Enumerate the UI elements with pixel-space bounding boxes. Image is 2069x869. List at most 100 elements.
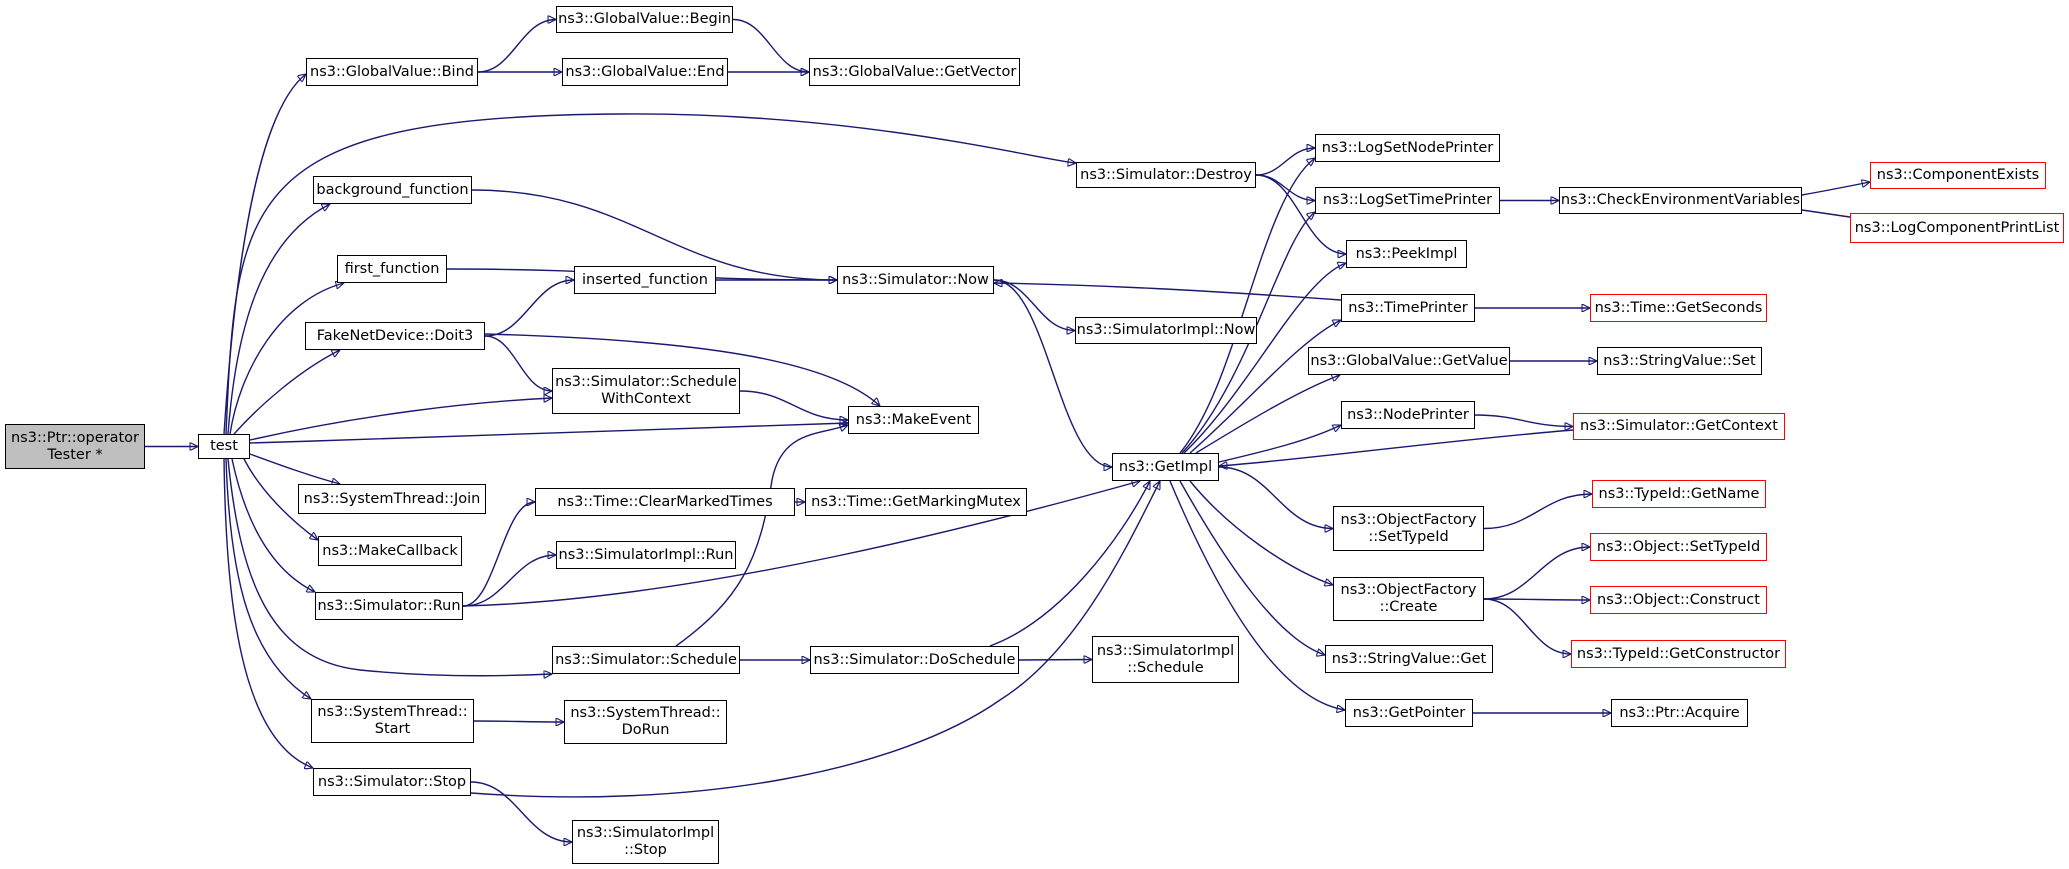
node-root[interactable]: ns3::Ptr::operator Tester * (5, 424, 145, 469)
edge-sim-now-to-simimpl-now (993, 279, 1075, 331)
edge-getimpl-to-log-stp (1181, 212, 1315, 454)
edge-of-create-to-obj-construct (1483, 599, 1590, 600)
edge-getimpl-to-get-pointer (1169, 480, 1345, 710)
node-gv-end[interactable]: ns3::GlobalValue::End (562, 58, 728, 86)
node-simimpl-sched[interactable]: ns3::SimulatorImpl ::Schedule (1092, 636, 1239, 683)
node-typeid-getname[interactable]: ns3::TypeId::GetName (1592, 480, 1766, 508)
edge-test-to-make-callback (243, 458, 318, 540)
edge-fake-doit3-to-inserted-func (484, 280, 574, 337)
node-sim-run[interactable]: ns3::Simulator::Run (315, 592, 463, 620)
node-log-stp[interactable]: ns3::LogSetTimePrinter (1315, 187, 1500, 214)
node-test[interactable]: test (198, 434, 250, 459)
node-sv-get[interactable]: ns3::StringValue::Get (1325, 645, 1493, 673)
node-bg-func[interactable]: background_function (313, 176, 472, 204)
node-sim-getctx[interactable]: ns3::Simulator::GetContext (1573, 413, 1785, 440)
node-typeid-getctor[interactable]: ns3::TypeId::GetConstructor (1571, 640, 1786, 668)
edge-of-create-to-obj-settypeid (1483, 547, 1590, 600)
edge-sim-dosched-to-getimpl (989, 481, 1151, 647)
node-sim-schedwc[interactable]: ns3::Simulator::Schedule WithContext (552, 368, 740, 414)
edge-getimpl-to-log-snp (1179, 158, 1315, 454)
node-get-pointer[interactable]: ns3::GetPointer (1345, 699, 1473, 727)
node-make-callback[interactable]: ns3::MakeCallback (318, 536, 462, 566)
edge-test-to-st-start (225, 458, 311, 699)
node-time-cmt[interactable]: ns3::Time::ClearMarkedTimes (535, 488, 795, 516)
node-simimpl-stop[interactable]: ns3::SimulatorImpl ::Stop (572, 820, 719, 864)
edge-test-to-sim-destroy (225, 113, 1076, 435)
edge-test-to-sim-schedule (227, 458, 552, 676)
edge-sim-dosched-to-simimpl-sched (1018, 660, 1092, 661)
node-simimpl-run[interactable]: ns3::SimulatorImpl::Run (556, 541, 736, 569)
edge-sim-getctx-to-getimpl (1219, 429, 1574, 466)
node-time-printer[interactable]: ns3::TimePrinter (1341, 294, 1475, 322)
node-gv-getvector[interactable]: ns3::GlobalValue::GetVector (809, 58, 1020, 86)
edge-getimpl-to-sv-get (1179, 480, 1325, 655)
node-fake-doit3[interactable]: FakeNetDevice::Doit3 (305, 322, 485, 350)
edge-test-to-sim-schedwc (249, 398, 552, 441)
node-sim-dosched[interactable]: ns3::Simulator::DoSchedule (810, 646, 1019, 674)
edge-getimpl-to-gv-getvalue (1195, 375, 1340, 454)
node-st-start[interactable]: ns3::SystemThread:: Start (311, 699, 474, 743)
node-sim-schedule[interactable]: ns3::Simulator::Schedule (552, 646, 740, 674)
edge-test-to-sim-stop (223, 458, 313, 768)
edge-sim-stop-to-getimpl (470, 481, 1161, 798)
edge-getimpl-to-node-printer (1218, 425, 1341, 463)
node-sv-set[interactable]: ns3::StringValue::Set (1597, 347, 1762, 375)
edge-st-start-to-st-dorun (473, 721, 564, 722)
node-simimpl-now[interactable]: ns3::SimulatorImpl::Now (1075, 317, 1257, 344)
node-node-printer[interactable]: ns3::NodePrinter (1341, 401, 1475, 429)
edge-test-to-st-join (249, 453, 340, 484)
node-obj-construct[interactable]: ns3::Object::Construct (1590, 586, 1767, 614)
edge-check-env-to-comp-exists (1801, 182, 1870, 196)
edge-test-to-sim-run (231, 458, 315, 592)
edge-test-to-bg-func (227, 203, 330, 435)
edge-gv-bind-to-gv-begin (477, 20, 556, 73)
node-log-snp[interactable]: ns3::LogSetNodePrinter (1315, 134, 1500, 162)
node-of-settypeid[interactable]: ns3::ObjectFactory ::SetTypeId (1333, 506, 1484, 551)
edge-of-settypeid-to-typeid-getname (1483, 494, 1592, 530)
edge-gv-begin-to-gv-getvector (732, 18, 809, 73)
edge-sim-run-to-simimpl-run (462, 555, 556, 607)
node-time-getsec[interactable]: ns3::Time::GetSeconds (1590, 294, 1767, 322)
edge-time-printer-to-sim-now (994, 283, 1342, 301)
edge-bg-func-to-sim-now (471, 189, 837, 280)
edge-test-to-make-event (249, 423, 848, 444)
node-gv-bind[interactable]: ns3::GlobalValue::Bind (306, 58, 478, 86)
node-getimpl[interactable]: ns3::GetImpl (1112, 453, 1219, 481)
node-sim-destroy[interactable]: ns3::Simulator::Destroy (1076, 162, 1256, 188)
edge-sim-destroy-to-peek-impl (1255, 174, 1346, 254)
node-ptr-acquire[interactable]: ns3::Ptr::Acquire (1611, 699, 1748, 727)
node-inserted-func[interactable]: inserted_function (574, 266, 716, 294)
node-check-env[interactable]: ns3::CheckEnvironmentVariables (1559, 187, 1802, 214)
edge-getimpl-to-of-settypeid (1218, 466, 1333, 529)
edge-node-printer-to-sim-getctx (1474, 414, 1573, 427)
node-comp-exists[interactable]: ns3::ComponentExists (1870, 162, 2046, 189)
edge-getimpl-to-time-printer (1189, 320, 1341, 454)
node-st-dorun[interactable]: ns3::SystemThread:: DoRun (564, 700, 727, 744)
node-gv-begin[interactable]: ns3::GlobalValue::Begin (556, 6, 733, 33)
node-first-func[interactable]: first_function (337, 255, 447, 283)
edge-getimpl-to-peek-impl (1183, 263, 1346, 454)
edge-sim-schedwc-to-make-event (739, 390, 848, 420)
node-of-create[interactable]: ns3::ObjectFactory ::Create (1333, 577, 1484, 621)
edge-of-create-to-typeid-getctor (1483, 598, 1571, 654)
edge-fake-doit3-to-sim-schedwc (484, 335, 552, 391)
edge-sim-run-to-getimpl (462, 481, 1140, 607)
node-log-cpl[interactable]: ns3::LogComponentPrintList (1850, 213, 2064, 243)
edge-test-to-first-func (229, 283, 344, 435)
node-time-gmm[interactable]: ns3::Time::GetMarkingMutex (805, 488, 1027, 516)
edge-sim-run-to-time-cmt (462, 502, 535, 607)
edge-test-to-fake-doit3 (233, 349, 340, 435)
edge-sim-schedule-to-make-event (675, 425, 848, 647)
node-sim-now[interactable]: ns3::Simulator::Now (837, 266, 994, 294)
node-gv-getvalue[interactable]: ns3::GlobalValue::GetValue (1308, 347, 1510, 375)
node-peek-impl[interactable]: ns3::PeekImpl (1346, 240, 1467, 268)
edge-sim-now-to-getimpl (993, 279, 1112, 467)
edge-getimpl-to-of-create (1189, 480, 1333, 585)
node-obj-settypeid[interactable]: ns3::Object::SetTypeId (1590, 533, 1767, 561)
node-sim-stop[interactable]: ns3::Simulator::Stop (313, 768, 471, 796)
node-make-event[interactable]: ns3::MakeEvent (848, 406, 979, 434)
node-st-join[interactable]: ns3::SystemThread::Join (298, 484, 486, 514)
edge-sim-stop-to-simimpl-stop (470, 781, 572, 842)
